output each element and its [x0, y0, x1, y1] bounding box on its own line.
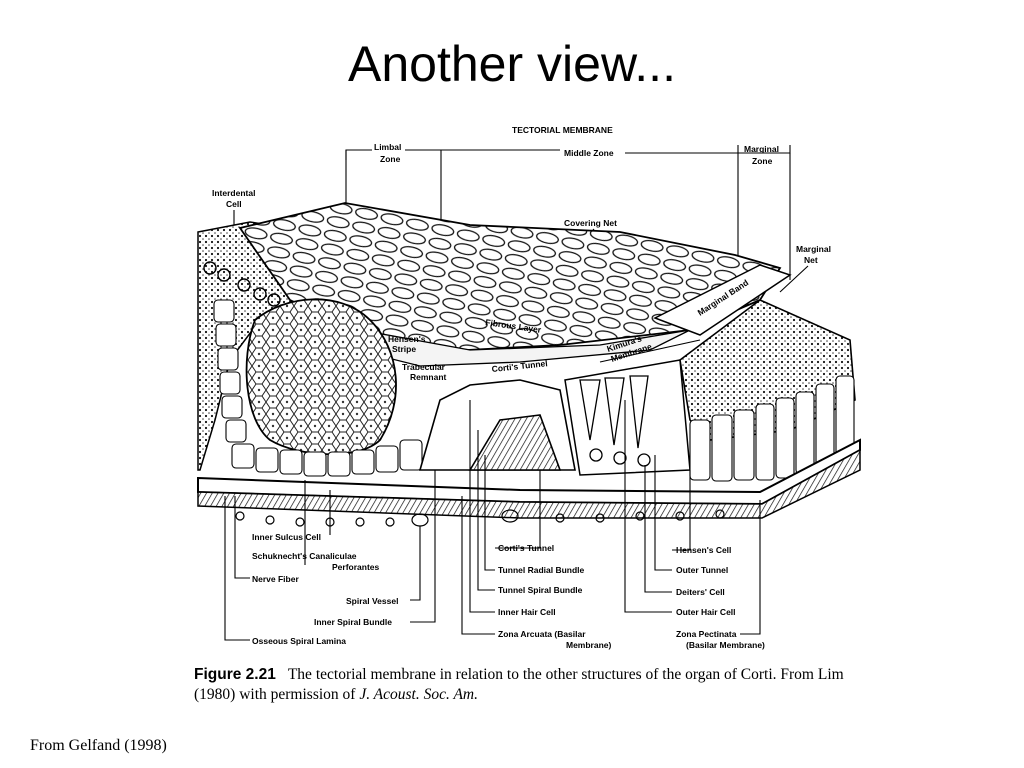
limbal-zone-label-1: Limbal: [374, 142, 401, 152]
right-leader-lines: [624, 400, 761, 635]
figure-number: Figure 2.21: [194, 666, 276, 683]
hensens-stripe-label-1: Hensen's: [388, 334, 426, 344]
marginal-net-label-1: Marginal: [796, 244, 831, 254]
schuknecht-label-1: Schuknecht's Canaliculae: [252, 551, 357, 561]
outer-hair-cell-label: Outer Hair Cell: [676, 607, 736, 617]
inner-hair-cell-label: Inner Hair Cell: [498, 607, 556, 617]
zona-arcuata-label-1: Zona Arcuata (Basilar: [498, 629, 586, 639]
cortis-tunnel-label: Corti's Tunnel: [498, 543, 554, 553]
nerve-fiber-label: Nerve Fiber: [252, 574, 299, 584]
zona-arcuata-label-2: Membrane): [566, 640, 612, 650]
middle-leader-lines: [461, 400, 541, 635]
marginal-net-label-2: Net: [804, 255, 818, 265]
hensens-stripe-label-2: Stripe: [392, 344, 416, 354]
source-credit: From Gelfand (1998): [30, 737, 167, 754]
figure-caption-text: The tectorial membrane in relation to th…: [194, 666, 844, 703]
marginal-zone-label-1: Marginal: [744, 144, 779, 154]
zona-pectinata-label-1: Zona Pectinata: [676, 629, 737, 639]
zona-pectinata-label-2: (Basilar Membrane): [686, 640, 765, 650]
interdental-cell-label-1: Interdental: [212, 188, 255, 198]
tectorial-membrane-heading: TECTORIAL MEMBRANE: [512, 125, 613, 135]
hensens-cell-label: Hensen's Cell: [676, 545, 731, 555]
anatomy-illustration: [197, 202, 861, 527]
schuknecht-label-2: Perforantes: [332, 562, 380, 572]
trabecular-label-2: Remnant: [410, 372, 447, 382]
spiral-vessel-label: Spiral Vessel: [346, 596, 398, 606]
journal-name: J. Acoust. Soc. Am.: [359, 686, 478, 703]
covering-net-label: Covering Net: [564, 218, 617, 228]
tunnel-spiral-bundle-label: Tunnel Spiral Bundle: [498, 585, 583, 595]
osseous-spiral-lamina-label: Osseous Spiral Lamina: [252, 636, 346, 646]
left-leader-lines: [224, 470, 436, 641]
inner-spiral-bundle-label: Inner Spiral Bundle: [314, 617, 392, 627]
limbal-zone-label-2: Zone: [380, 154, 401, 164]
trabecular-label-1: Trabecular: [402, 362, 446, 372]
outer-tunnel-label: Outer Tunnel: [676, 565, 728, 575]
middle-zone-label: Middle Zone: [564, 148, 614, 158]
tunnel-radial-bundle-label: Tunnel Radial Bundle: [498, 565, 585, 575]
inner-sulcus-cell-label: Inner Sulcus Cell: [252, 532, 321, 542]
marginal-zone-label-2: Zone: [752, 156, 773, 166]
slide-title: Another view...: [348, 36, 676, 92]
interdental-cell-label-2: Cell: [226, 199, 242, 209]
deiters-cell-label: Deiters' Cell: [676, 587, 725, 597]
